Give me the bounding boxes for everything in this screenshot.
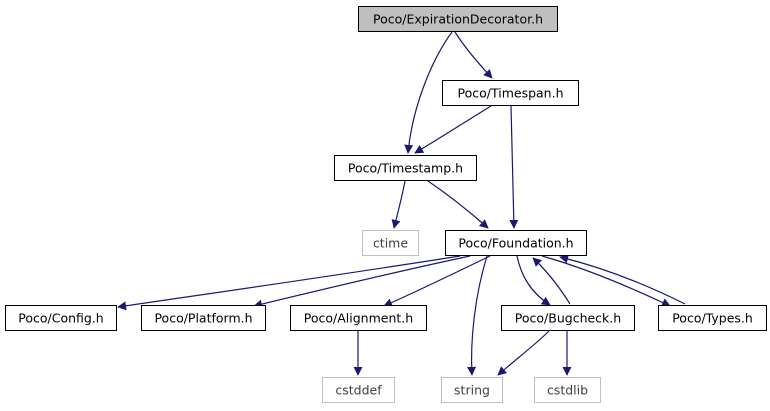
node-timespan[interactable]: Poco/Timespan.h [442,80,579,106]
edge-expdec-to-timespan [454,31,493,79]
node-expdec[interactable]: Poco/ExpirationDecorator.h [358,6,558,32]
edge-line [391,180,406,229]
edge-foundation-to-types [541,255,671,307]
node-cstddef: cstddef [322,377,395,403]
edge-line [516,255,551,306]
node-string: string [441,377,503,403]
edge-line [427,180,489,229]
node-box [445,230,587,256]
node-label: Poco/Foundation.h [458,236,573,251]
edge-line [383,255,491,307]
node-cstdlib: cstdlib [534,377,601,403]
dependency-nodes: Poco/ExpirationDecorator.hPoco/Timespan.… [5,6,767,403]
edge-timestamp-to-foundation [427,180,489,229]
edge-foundation-to-platform [253,255,471,309]
edge-timespan-to-timestamp [414,105,492,154]
node-label: Poco/Platform.h [154,311,252,326]
edge-bugcheck-to-foundation [532,257,571,305]
node-foundation[interactable]: Poco/Foundation.h [445,230,587,256]
node-label: Poco/Types.h [672,311,753,326]
node-label: Poco/ExpirationDecorator.h [373,12,543,27]
node-box [362,230,419,256]
edge-foundation-to-alignment [383,255,491,307]
node-label: Poco/Timestamp.h [348,161,463,176]
node-label: cstdlib [547,383,588,398]
edge-expdec-to-timestamp [404,31,453,154]
node-alignment[interactable]: Poco/Alignment.h [290,305,427,331]
node-label: Poco/Alignment.h [304,311,413,326]
node-label: Poco/Bugcheck.h [515,311,621,326]
edge-line [454,31,493,79]
dependency-edges [117,31,686,376]
edge-line [253,255,471,309]
node-box [441,377,503,403]
edge-line [541,255,671,307]
node-box [290,305,427,331]
node-box [442,80,579,106]
edge-line [559,254,686,305]
node-label: string [454,383,490,398]
edge-line [467,255,488,376]
edge-foundation-to-config [117,255,461,311]
edge-foundation-to-bugcheck [516,255,551,306]
node-bugcheck[interactable]: Poco/Bugcheck.h [501,305,635,331]
node-label: Poco/Config.h [18,311,103,326]
node-label: Poco/Timespan.h [458,86,564,101]
edge-types-to-foundation [559,254,686,305]
node-label: cstddef [335,383,382,398]
node-box [334,155,477,181]
node-box [358,6,558,32]
node-box [5,305,117,331]
edge-line [532,257,571,305]
node-config[interactable]: Poco/Config.h [5,305,117,331]
edge-foundation-to-string [467,255,488,376]
edge-line [404,31,453,154]
node-types[interactable]: Poco/Types.h [658,305,767,331]
edge-line [414,105,492,154]
node-box [658,305,767,331]
node-label: ctime [373,236,408,251]
node-box [534,377,601,403]
edge-line [509,105,519,229]
edge-line [497,330,550,376]
node-ctime: ctime [362,230,419,256]
node-timestamp[interactable]: Poco/Timestamp.h [334,155,477,181]
edge-timespan-to-foundation [509,105,519,229]
edge-line [117,255,461,311]
node-box [141,305,266,331]
node-box [501,305,635,331]
edge-bugcheck-to-string [497,330,550,376]
node-box [322,377,395,403]
edge-timestamp-to-ctime [391,180,406,229]
node-platform[interactable]: Poco/Platform.h [141,305,266,331]
